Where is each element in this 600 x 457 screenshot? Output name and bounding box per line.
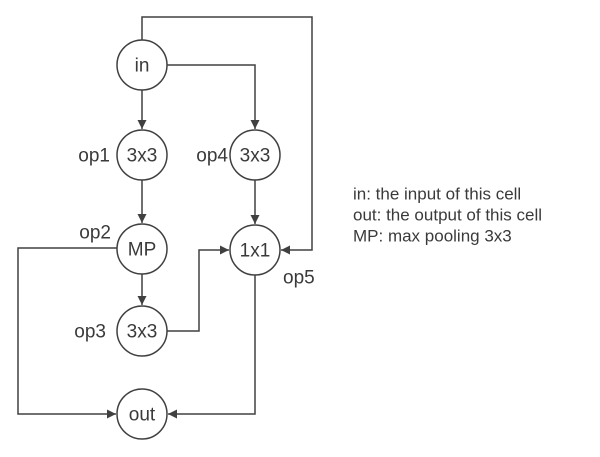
node-out-label: out [129,405,156,426]
node-in-label: in [135,56,150,77]
node-op5-label: 1x1 [240,241,271,262]
legend-line-out: out: the output of this cell [353,206,542,225]
node-op2: MP op2 [79,223,168,275]
node-op5-tag: op5 [283,268,315,289]
node-op3-tag: op3 [74,322,106,343]
node-op4-label: 3x3 [240,146,271,167]
node-op2-tag: op2 [79,223,111,244]
edge-op2-out [17,247,117,419]
edges [17,16,313,419]
node-in-circle [116,39,168,91]
edge-in-op5 [141,16,313,255]
node-op3-circle [116,305,168,357]
legend-line-in: in: the input of this cell [353,185,521,204]
node-op1: 3x3 op1 [78,129,168,181]
node-op4-tag: op4 [196,146,228,167]
legend: in: the input of this cell out: the outp… [353,185,542,246]
node-op3: 3x3 op3 [74,305,168,357]
node-op5: 1x1 op5 [229,224,315,289]
node-out: out [116,388,168,440]
node-op1-label: 3x3 [127,146,158,167]
node-in: in [116,39,168,91]
legend-line-mp: MP: max pooling 3x3 [353,227,512,246]
node-op1-tag: op1 [78,146,110,167]
node-op3-label: 3x3 [127,322,158,343]
node-op1-circle [116,129,168,181]
node-op4: 3x3 op4 [196,129,281,181]
edge-in-op4 [167,64,260,129]
edge-op5-out [168,275,256,419]
node-op5-circle [229,224,281,276]
node-out-circle [116,388,168,440]
node-op2-label: MP [128,240,157,261]
node-op2-circle [116,223,168,275]
edge-op3-op5 [167,245,229,332]
node-op4-circle [229,129,281,181]
